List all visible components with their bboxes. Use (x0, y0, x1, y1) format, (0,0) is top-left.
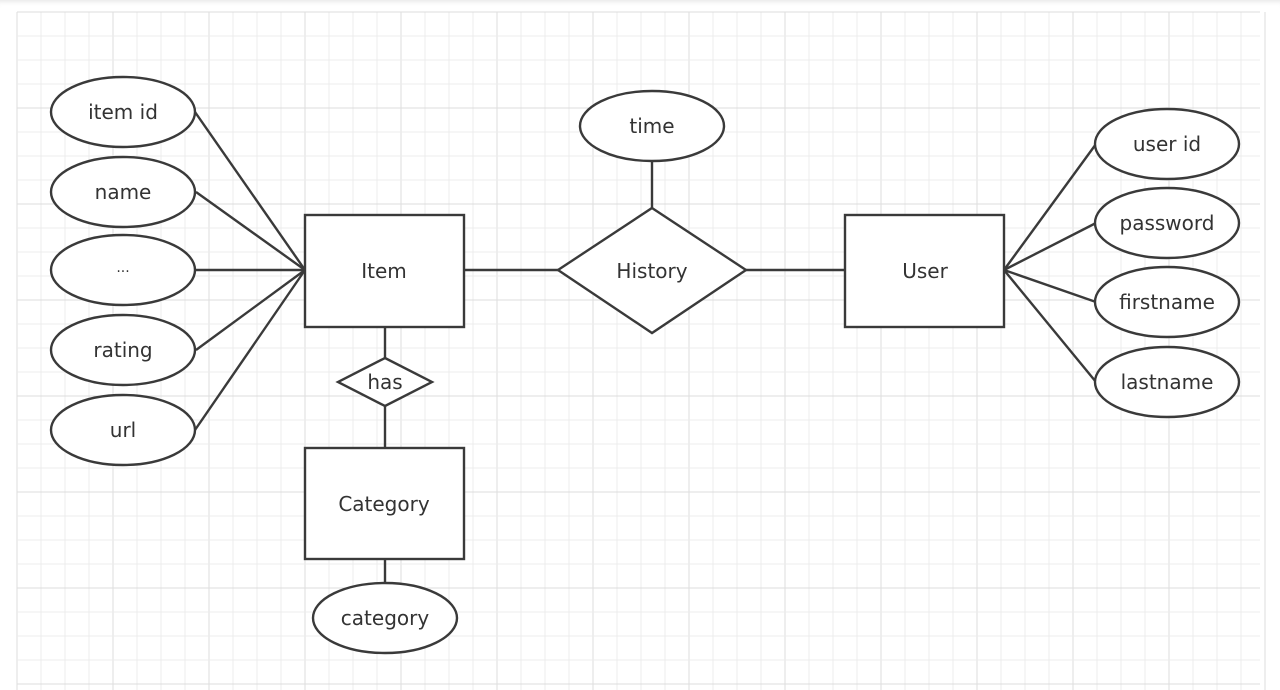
connectors (194, 111, 1097, 584)
attribute-url-label: url (110, 418, 136, 442)
attribute-time[interactable]: time (578, 89, 726, 163)
entity-user-label: User (902, 259, 948, 283)
attribute-name[interactable]: name (49, 155, 197, 229)
edge-user-to-lastname (1003, 269, 1097, 383)
edge-user-to-user-id (1003, 143, 1097, 271)
attribute-firstname[interactable]: firstname (1093, 265, 1241, 339)
attribute-url[interactable]: url (49, 393, 197, 467)
attribute-item-id-label: item id (88, 100, 158, 124)
attribute-lastname[interactable]: lastname (1093, 345, 1241, 419)
attribute-category-label: category (341, 606, 430, 630)
attribute-user-id-label: user id (1133, 132, 1201, 156)
attribute-item-id[interactable]: item id (49, 75, 197, 149)
edge-user-to-firstname (1003, 268, 1097, 304)
attribute-time-label: time (629, 114, 674, 138)
entity-category-label: Category (338, 492, 430, 516)
attribute-user-id[interactable]: user id (1093, 107, 1241, 181)
attribute-firstname-label: firstname (1119, 290, 1215, 314)
entity-user[interactable]: User (843, 213, 1006, 329)
relationship-history-label: History (616, 259, 687, 283)
entity-item-label: Item (361, 259, 407, 283)
attribute-category[interactable]: category (311, 581, 459, 655)
attribute-password[interactable]: password (1093, 186, 1241, 260)
attribute-name-label: name (95, 180, 152, 204)
relationship-has-label: has (367, 370, 402, 394)
attribute-lastname-label: lastname (1121, 370, 1214, 394)
relationship-has[interactable]: has (335, 356, 435, 408)
edge-name-to-item (195, 191, 306, 271)
edge-rating-to-item (195, 269, 306, 351)
relationship-history[interactable]: History (555, 206, 749, 335)
attribute-password-label: password (1120, 211, 1215, 235)
edge-item-id-to-item (194, 111, 306, 271)
edge-url-to-item (194, 269, 306, 431)
entity-item[interactable]: Item (303, 213, 466, 329)
attribute-ellipsis[interactable]: ... (49, 233, 197, 307)
attribute-rating-label: rating (93, 338, 152, 362)
entity-category[interactable]: Category (303, 446, 466, 561)
attribute-ellipsis-label: ... (116, 260, 129, 276)
attribute-rating[interactable]: rating (49, 313, 197, 387)
edge-user-to-password (1003, 221, 1097, 272)
